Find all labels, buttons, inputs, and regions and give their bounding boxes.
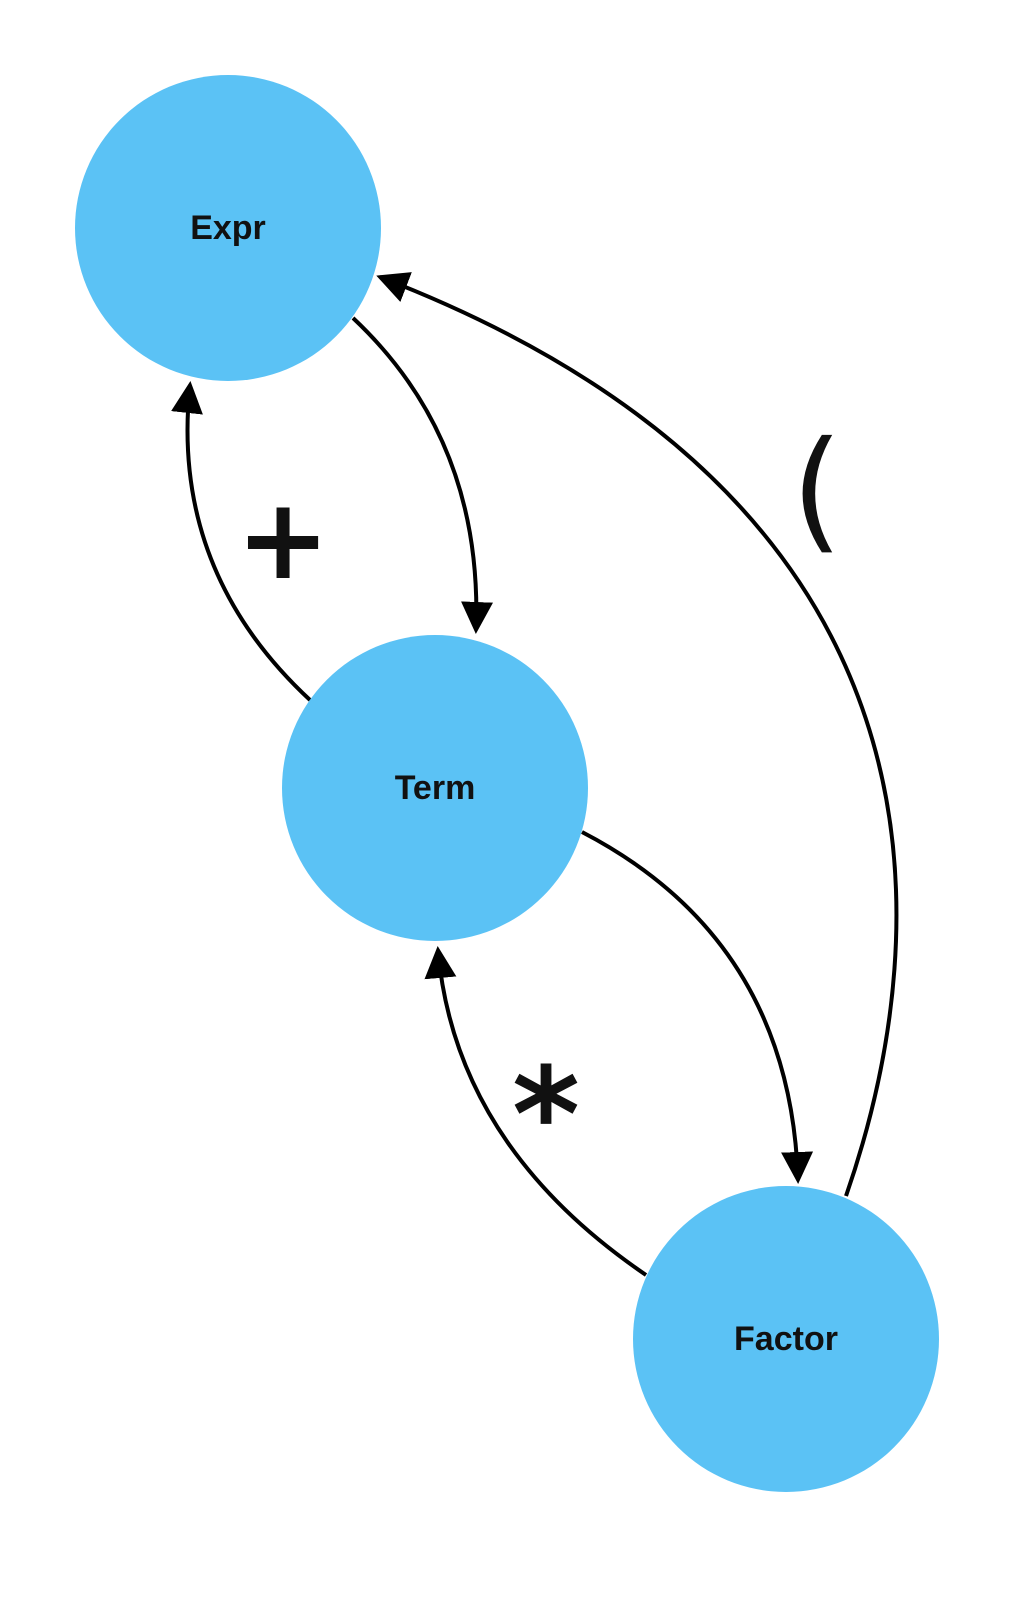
node-term-circle [282, 635, 588, 941]
edge-term-to-factor [581, 830, 814, 1184]
node-factor-circle [633, 1186, 939, 1492]
node-factor-label: Factor [734, 1320, 838, 1358]
edge-term-to-expr [171, 381, 312, 702]
edge-label-plus: + [236, 475, 330, 605]
node-term: Term [282, 635, 588, 941]
node-term-label: Term [395, 769, 476, 807]
node-expr: Expr [75, 75, 381, 381]
edge-label-paren: ( [791, 413, 843, 567]
node-expr-circle [75, 75, 381, 381]
edge-label-star: * [512, 1039, 580, 1191]
node-factor: Factor [633, 1186, 939, 1492]
edge-factor-to-expr [376, 272, 899, 1197]
node-expr-label: Expr [190, 209, 266, 247]
edge-factor-to-term [424, 946, 648, 1277]
edge-expr-to-term [351, 316, 494, 634]
